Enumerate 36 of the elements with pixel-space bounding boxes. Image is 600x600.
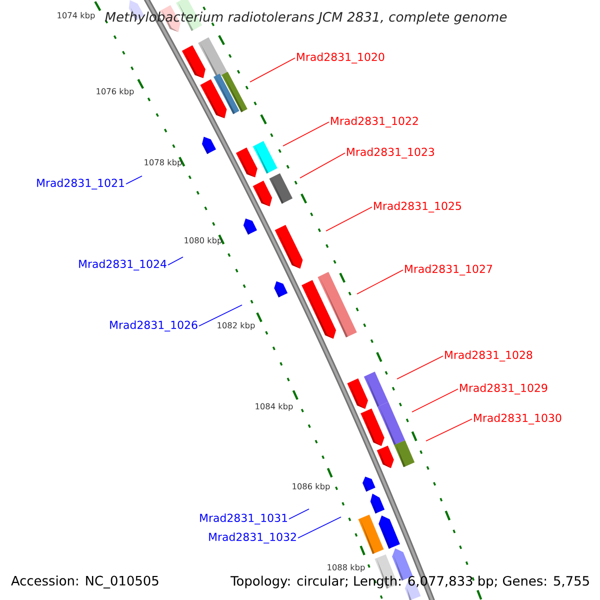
scale-label: 1086 kbp (292, 483, 330, 491)
gene-label: Mrad2831_1025 (374, 202, 461, 212)
scale-label: 1084 kbp (256, 403, 293, 411)
leader-line (168, 256, 184, 266)
footer-text: Accession: NC_010505 (11, 576, 158, 588)
gene-label: Mrad2831_1032 (209, 532, 296, 544)
gene-label: Mrad2831_1028 (445, 350, 532, 362)
scale-label: 1088 kbp (328, 564, 365, 572)
leader-line (396, 356, 444, 380)
gene-label: Mrad2831_1021 (37, 178, 124, 190)
footer-text: Topology: circular; Length: 6,077,833 bp; Genes: 5,755 (230, 576, 589, 588)
leader-line (326, 206, 372, 232)
scale-label: 1078 kbp (144, 159, 182, 167)
gene-label: Mrad2831_1027 (405, 264, 492, 276)
gene-label: Mrad2831_1026 (110, 320, 198, 332)
gene-label: Mrad2831_1024 (79, 260, 166, 270)
gene-label: Mrad2831_1030 (474, 414, 562, 424)
gene-label: Mrad2831_1023 (347, 148, 434, 158)
leader-line (412, 388, 458, 412)
leader-line (250, 58, 296, 82)
leader-line (126, 176, 142, 184)
leader-line (282, 122, 330, 146)
scale-label: 1074 kbp (58, 12, 95, 20)
scale-label: 1082 kbp (218, 322, 255, 330)
leader-line (198, 304, 242, 326)
leader-line (298, 516, 342, 538)
gene-label: Mrad2831_1029 (460, 384, 548, 394)
leader-line (288, 508, 310, 520)
scale-label: 1076 kbp (96, 88, 134, 96)
gene-label: Mrad2831_1031 (200, 514, 287, 524)
scale-label: 1080 kbp (184, 237, 222, 245)
gene-label: Mrad2831_1022 (331, 116, 418, 128)
leader-line (426, 418, 472, 442)
leader-line (300, 152, 346, 178)
gene-label: Mrad2831_1020 (297, 52, 384, 64)
leader-line (356, 270, 404, 294)
